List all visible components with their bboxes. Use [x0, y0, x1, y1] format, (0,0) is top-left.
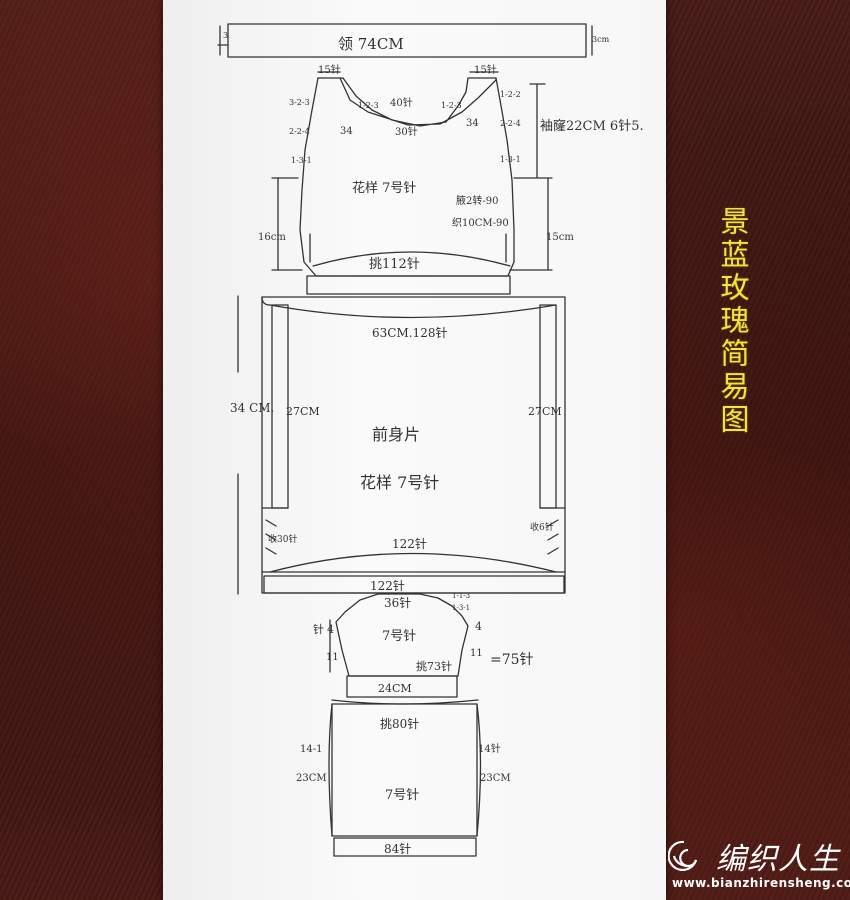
- collar-side-left: 3: [223, 31, 228, 40]
- back-count-right: 34: [466, 118, 479, 129]
- back-neck-count: 30针: [395, 125, 418, 138]
- collar-strip: [227, 23, 587, 58]
- front-piece-name: 前身片: [372, 425, 420, 444]
- sleeve-pattern: 7号针: [382, 629, 416, 644]
- sleeve-side-left-b: 11: [326, 652, 339, 663]
- sleeve-cuff: 24CM: [378, 682, 412, 695]
- back-hem-pickup: 挑112针: [369, 257, 420, 272]
- sleeve-total: =75针: [490, 652, 534, 668]
- skirt-inc-right: 14针: [478, 742, 501, 755]
- back-armhole-note: 袖窿22CM 6针5.: [540, 119, 644, 134]
- front-hem-band: [263, 575, 565, 594]
- back-side-left-height: 16cm: [258, 232, 286, 243]
- back-shoulder-left: 15针: [318, 63, 341, 76]
- sleeve-top-count: 36针: [384, 595, 411, 610]
- sleeve-cuff: [346, 675, 458, 698]
- front-band-count: 122针: [370, 578, 405, 593]
- back-dec-right-3: 1-3-1: [500, 155, 521, 164]
- sleeve-cap-right-2: 1-3-1: [452, 604, 470, 612]
- sleeve-side-right-b: 11: [470, 648, 483, 659]
- back-side-right-height: 15cm: [546, 232, 574, 243]
- back-dec-right-2: 2-2-4: [500, 119, 521, 128]
- sleeve-pickup: 挑73针: [416, 659, 452, 673]
- sleeve-count-prefix: 针: [313, 622, 324, 636]
- back-dec-left-2: 2-2-4: [289, 127, 310, 136]
- skirt-pickup: 挑80针: [380, 716, 419, 731]
- skirt-outline: [331, 703, 478, 837]
- back-dec-left-3: 1-3-1: [291, 156, 312, 165]
- front-left-strip-label: 27CM: [286, 405, 320, 418]
- front-corner-right: 收6针: [530, 521, 554, 533]
- back-raglan-note: 腋2转-90: [456, 194, 498, 207]
- skirt-height-right: 23CM: [480, 773, 511, 784]
- back-dec-left-1: 3-2-3: [289, 98, 310, 107]
- back-dec-right-1: 1-2-2: [500, 90, 521, 99]
- watermark-url: www.bianzhirensheng.com: [672, 876, 850, 890]
- skirt-inc-left: 14-1: [300, 744, 322, 755]
- back-shoulder-right: 15针: [474, 63, 497, 76]
- front-right-strip-label: 27CM: [528, 405, 562, 418]
- sleeve-cap-right-1: 1-1-3: [452, 592, 470, 600]
- back-count-left: 34: [340, 126, 353, 137]
- sleeve-side-right-a: 4: [475, 620, 482, 633]
- front-pattern: 花样 7号针: [360, 473, 439, 492]
- front-hem-count: 122针: [392, 536, 427, 551]
- back-dec-inner-right: 1-2-3: [441, 101, 462, 110]
- back-neck-center: 40针: [390, 96, 413, 109]
- sleeve-side-left-a: 4: [327, 623, 334, 636]
- skirt-pattern: 7号针: [385, 788, 419, 803]
- back-hem-band: [306, 275, 511, 295]
- back-dec-inner-left: 1-2-3: [358, 101, 379, 110]
- site-logo-icon: [668, 840, 698, 872]
- skirt-hem-band: [333, 837, 477, 857]
- collar-label: 领 74CM: [338, 35, 404, 53]
- paper-sheet: [163, 0, 666, 900]
- skirt-height-left: 23CM: [296, 773, 327, 784]
- front-height: 34 CM.: [230, 401, 274, 415]
- front-top-measure: 63CM.128针: [372, 325, 447, 340]
- back-pattern: 花样 7号针: [352, 180, 416, 196]
- collar-side-right: 3cm: [592, 35, 610, 44]
- skirt-hem-count: 84针: [384, 841, 411, 856]
- front-corner-left: 收30针: [268, 533, 297, 545]
- diagram-title: 景蓝玫瑰简易图: [716, 206, 750, 437]
- watermark-text: 编织人生: [716, 842, 840, 877]
- back-pickup-note: 织10CM-90: [452, 217, 509, 229]
- back-yoke-outline: [317, 77, 497, 127]
